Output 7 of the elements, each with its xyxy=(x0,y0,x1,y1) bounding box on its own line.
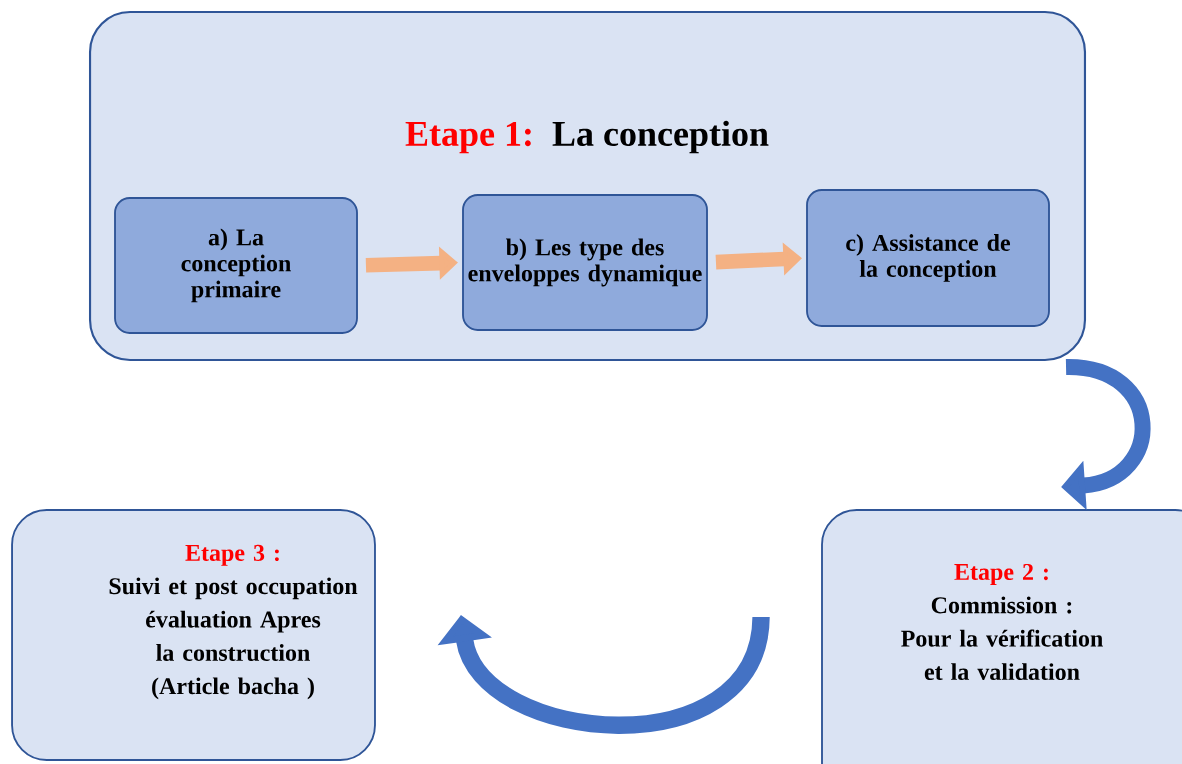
curved-arrow xyxy=(437,615,770,734)
stage-box: Etape 3 : Suivi et post occupation évaluation Apres la construction (Article bacha ) xyxy=(11,509,376,761)
step-box: a) La conception primaire xyxy=(114,197,358,334)
step-box: c) Assistance de la conception xyxy=(806,189,1050,327)
stage-box: Etape 2 : Commission : Pour la vérification et la validation xyxy=(821,509,1182,764)
heading: Etape 1: La conception xyxy=(405,120,769,154)
step-box: b) Les type des enveloppes dynamique xyxy=(462,194,708,331)
